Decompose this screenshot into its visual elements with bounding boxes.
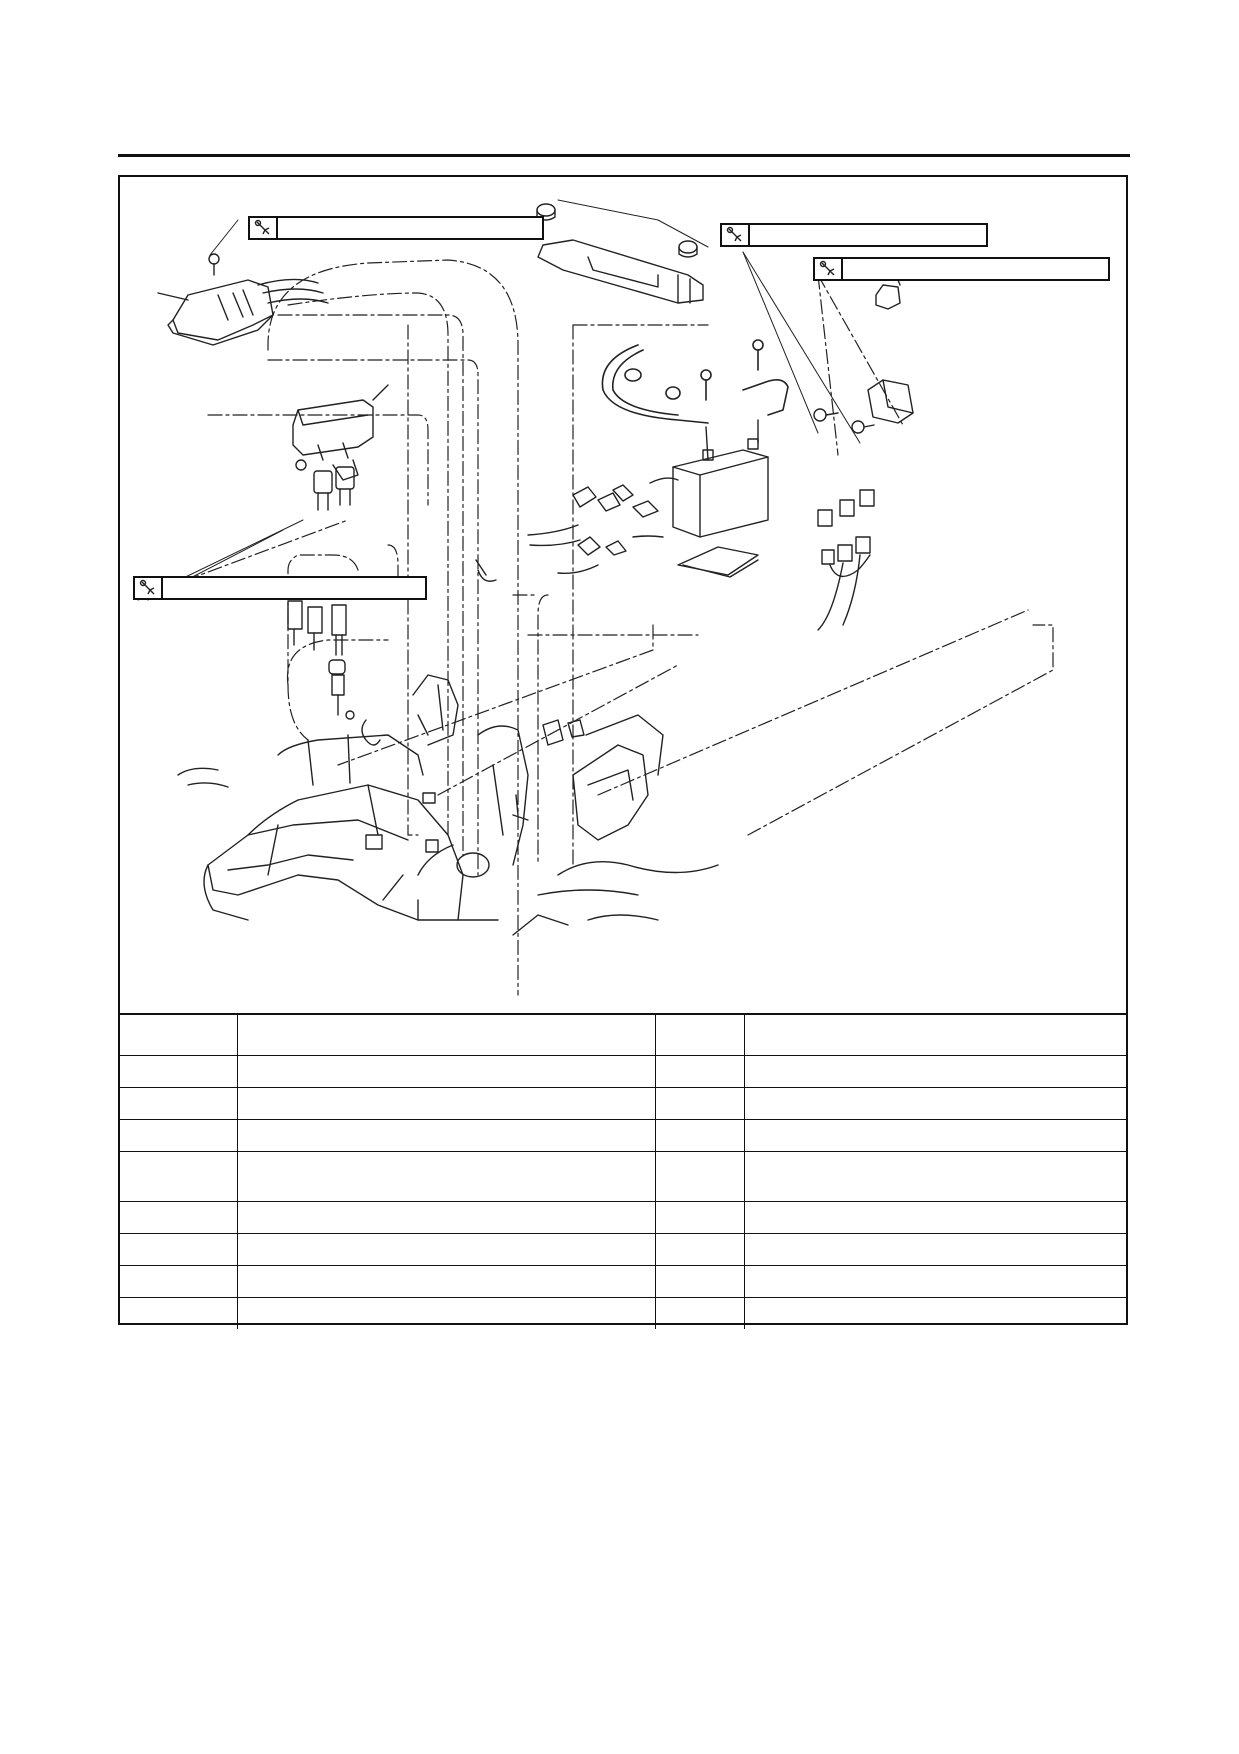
table-row	[118, 1297, 1128, 1329]
battery-part	[672, 419, 769, 578]
table-cell	[118, 1151, 238, 1202]
small-fasteners	[345, 710, 381, 746]
table-cell	[237, 1151, 656, 1202]
table-cell	[118, 1013, 238, 1056]
table-cell	[655, 1201, 745, 1234]
rear-fender-part	[512, 714, 719, 936]
table-cell	[655, 1151, 745, 1202]
table-cell	[655, 1013, 745, 1056]
table-cell	[655, 1087, 745, 1120]
torque-spec-box-top-right	[720, 223, 988, 247]
parts-table	[118, 1013, 1128, 1329]
table-cell	[655, 1119, 745, 1152]
table-cell	[118, 1055, 238, 1088]
torque-wrench-icon	[250, 218, 278, 238]
torque-wrench-icon	[722, 225, 750, 245]
table-row	[118, 1013, 1128, 1056]
table-cell	[744, 1013, 1128, 1056]
ecu-cover-part	[157, 253, 329, 346]
table-row	[118, 1087, 1128, 1120]
table-cell	[744, 1151, 1128, 1202]
table-cell	[237, 1055, 656, 1088]
table-row	[118, 1265, 1128, 1298]
table-cell	[118, 1297, 238, 1329]
torque-wrench-icon	[815, 259, 843, 279]
table-cell	[237, 1087, 656, 1120]
table-cell	[655, 1297, 745, 1329]
torque-wrench-icon	[135, 578, 163, 598]
table-cell	[118, 1119, 238, 1152]
torque-spec-box-top-left	[248, 216, 544, 240]
table-cell	[744, 1087, 1128, 1120]
torque-spec-box-right	[813, 257, 1110, 281]
seat-bracket-part	[536, 203, 704, 304]
table-cell	[237, 1265, 656, 1298]
table-cell	[744, 1201, 1128, 1234]
table-cell	[744, 1265, 1128, 1298]
table-cell	[237, 1201, 656, 1234]
battery-cables	[601, 339, 789, 424]
left-connectors	[287, 600, 347, 716]
torque-spec-box-left	[133, 576, 427, 600]
table-cell	[237, 1297, 656, 1329]
table-cell	[237, 1233, 656, 1266]
table-row	[118, 1119, 1128, 1152]
center-connectors	[475, 477, 679, 582]
chassis-frame	[177, 674, 529, 921]
table-row	[118, 1233, 1128, 1266]
table-cell	[118, 1087, 238, 1120]
table-row	[118, 1201, 1128, 1234]
table-row	[118, 1151, 1128, 1202]
routing-lines	[137, 259, 1054, 996]
table-cell	[655, 1055, 745, 1088]
table-cell	[744, 1233, 1128, 1266]
table-cell	[744, 1055, 1128, 1088]
callout-leaders	[137, 199, 861, 601]
table-cell	[237, 1119, 656, 1152]
table-cell	[655, 1233, 745, 1266]
table-cell	[744, 1297, 1128, 1329]
table-cell	[118, 1233, 238, 1266]
table-row	[118, 1055, 1128, 1088]
header-rule	[118, 154, 1130, 157]
control-module-part	[292, 384, 389, 511]
table-cell	[118, 1265, 238, 1298]
table-cell	[118, 1201, 238, 1234]
table-cell	[655, 1265, 745, 1298]
table-cell	[237, 1013, 656, 1056]
table-cell	[744, 1119, 1128, 1152]
right-relays	[813, 274, 914, 631]
